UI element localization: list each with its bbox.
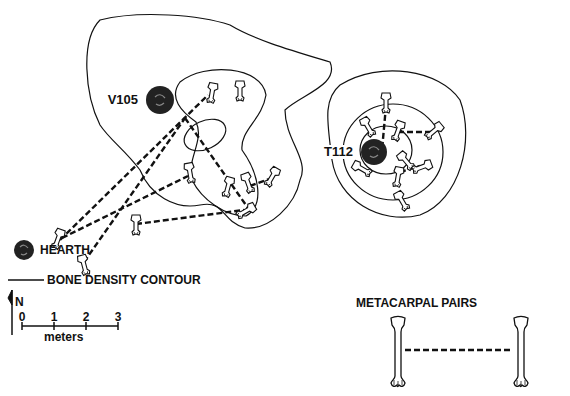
inset-title: METACARPAL PAIRS <box>356 297 477 310</box>
legend-hearth-symbol <box>14 240 34 260</box>
hearth: T112 <box>361 139 387 165</box>
north-arrow <box>8 290 12 335</box>
scale-bar <box>22 322 118 330</box>
metacarpal-pair-example <box>391 317 528 387</box>
hearth-label: T112 <box>322 145 355 159</box>
scale-label: 2 <box>83 311 90 324</box>
hearth-symbol <box>146 86 174 114</box>
bone-density-contour <box>87 15 466 229</box>
metacarpal-symbol <box>50 81 445 276</box>
scale-label: meters <box>44 331 83 344</box>
hearth-label: V105 <box>106 93 140 107</box>
legend-contour-line <box>8 279 44 281</box>
legend-text: HEARTH <box>40 244 90 257</box>
hearth: V105 <box>146 86 174 114</box>
scale-label: 0 <box>19 311 26 324</box>
hearth-symbol <box>361 139 387 165</box>
refit-line <box>60 95 432 262</box>
north-label: N <box>15 296 24 309</box>
scale-label: 3 <box>115 311 122 324</box>
legend-text: BONE DENSITY CONTOUR <box>47 274 201 287</box>
scale-label: 1 <box>51 311 58 324</box>
